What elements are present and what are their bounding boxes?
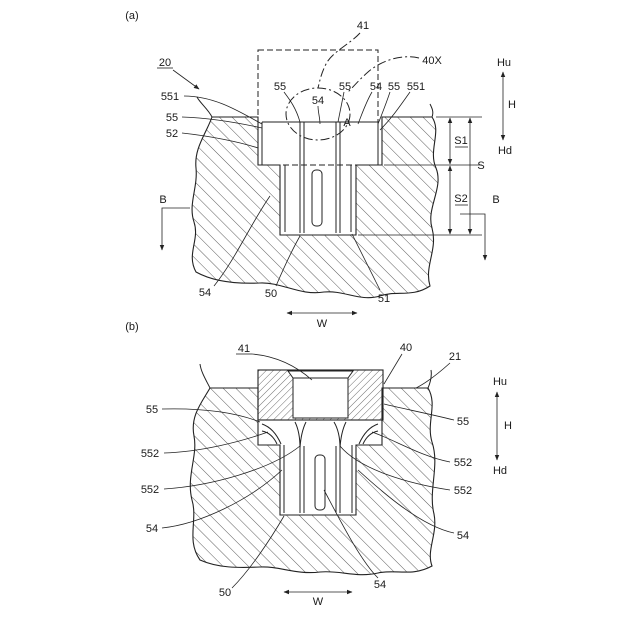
ref-label: 40: [400, 342, 412, 354]
leader-line: [318, 106, 320, 124]
ref-label: 50: [265, 288, 277, 300]
ref-label: 40X: [422, 55, 442, 67]
leader-41-a: [318, 33, 360, 88]
cap-b: [258, 370, 383, 420]
ref-label: 55: [388, 81, 400, 93]
base-body-a: [192, 117, 438, 298]
ref-label: 21: [449, 351, 461, 363]
finger-552: [295, 422, 306, 448]
leader-line: [358, 92, 372, 124]
slot: [312, 170, 322, 226]
ref-label: 41: [238, 343, 250, 355]
direction-down-label: Hd: [498, 145, 512, 157]
leader-line: [416, 363, 450, 388]
ref-label: 54: [457, 530, 469, 542]
ref-label: 55: [274, 81, 286, 93]
finger-552: [359, 424, 378, 444]
ref-label: 54: [199, 287, 211, 299]
figure-a: (a): [125, 10, 516, 330]
section-label-right: B: [492, 194, 499, 206]
direction-axis-label: H: [504, 420, 512, 432]
ref-label: 55: [146, 404, 158, 416]
section-arrow-right: [460, 214, 485, 260]
ref-label: 552: [141, 484, 159, 496]
direction-down-label: Hd: [493, 465, 507, 477]
width-label: W: [317, 318, 328, 330]
dimension-label-s: S: [477, 160, 484, 172]
assembly-arrow-20: [173, 70, 199, 89]
ref-label: 54: [370, 81, 382, 93]
section-label-left: B: [159, 194, 166, 206]
finger-552: [334, 422, 346, 448]
ref-label: 54: [312, 95, 324, 107]
ref-label: 52: [166, 128, 178, 140]
ref-label: 54: [374, 579, 386, 591]
figure-b: (b): [125, 321, 512, 608]
dimension-label-s2: S2: [454, 193, 467, 205]
ref-label: 55: [166, 112, 178, 124]
ref-label: 55: [339, 81, 351, 93]
ref-label: 50: [219, 587, 231, 599]
direction-up-label: Hu: [493, 376, 507, 388]
width-label: W: [313, 596, 324, 608]
ref-label: 552: [141, 448, 159, 460]
panel-label-a: (a): [125, 10, 138, 22]
ref-label: 54: [146, 523, 158, 535]
section-arrow-left: [162, 208, 190, 250]
dimension-label-s1: S1: [454, 135, 467, 147]
detail-label: A: [343, 117, 351, 129]
ref-label: 552: [454, 457, 472, 469]
panel-label-b: (b): [125, 321, 138, 333]
ref-label: 551: [407, 81, 425, 93]
ref-label: 551: [161, 91, 179, 103]
finger-552: [262, 424, 281, 444]
body-break-edge-right-a: [430, 104, 433, 117]
body-break-edge-left-b: [200, 364, 210, 388]
ref-label: 41: [357, 20, 369, 32]
direction-axis-label: H: [508, 99, 516, 111]
direction-up-label: Hu: [497, 57, 511, 69]
ref-label: 552: [454, 485, 472, 497]
leader-line: [384, 354, 402, 384]
slot: [315, 455, 325, 510]
ref-label: 20: [159, 57, 171, 69]
ref-label: 51: [378, 293, 390, 305]
ref-label: 55: [457, 416, 469, 428]
